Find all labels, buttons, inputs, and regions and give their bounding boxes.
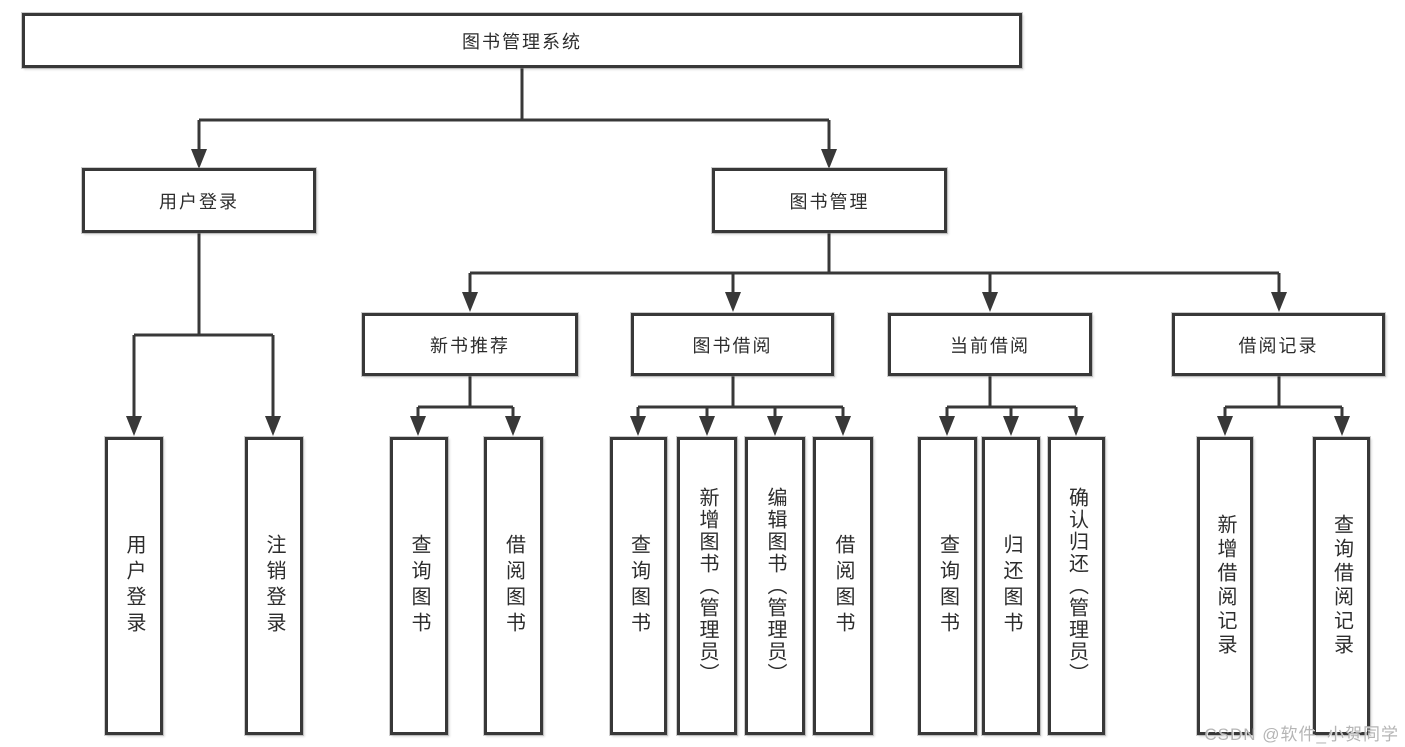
leaf-query-books-current: 查询图书 xyxy=(918,437,977,735)
node-book-management: 图书管理 xyxy=(712,168,947,233)
leaf-confirm-return-admin: 确认归还（管理员） xyxy=(1048,437,1105,735)
node-current-borrowing: 当前借阅 xyxy=(888,313,1092,376)
leaf-borrow-books-label: 借阅图书 xyxy=(832,534,854,638)
leaf-add-borrow-record-label: 新增借阅记录 xyxy=(1214,514,1236,658)
node-book-borrowing: 图书借阅 xyxy=(631,313,834,376)
node-new-book-recommend: 新书推荐 xyxy=(362,313,578,376)
leaf-query-books-borrow: 查询图书 xyxy=(610,437,667,735)
leaf-logout-label: 注销登录 xyxy=(263,534,285,638)
leaf-query-borrow-record-label: 查询借阅记录 xyxy=(1330,514,1353,658)
leaf-query-books-current-label: 查询图书 xyxy=(936,534,959,638)
node-library-system: 图书管理系统 xyxy=(22,13,1022,68)
leaf-add-books-admin-label: 新增图书（管理员） xyxy=(696,487,718,685)
leaf-add-borrow-record: 新增借阅记录 xyxy=(1197,437,1253,735)
leaf-query-books-recommend-label: 查询图书 xyxy=(408,534,430,638)
leaf-borrow-books-recommend-label: 借阅图书 xyxy=(502,534,525,638)
leaf-add-books-admin: 新增图书（管理员） xyxy=(677,437,737,735)
leaf-query-books-borrow-label: 查询图书 xyxy=(627,534,650,638)
leaf-user-login: 用户登录 xyxy=(105,437,163,735)
csdn-watermark: CSDN @软件_小贺同学 xyxy=(1204,725,1399,744)
leaf-return-books-label: 归还图书 xyxy=(1000,534,1022,638)
leaf-borrow-books-recommend: 借阅图书 xyxy=(484,437,543,735)
leaf-return-books: 归还图书 xyxy=(982,437,1040,735)
leaf-logout: 注销登录 xyxy=(245,437,303,735)
node-user-login: 用户登录 xyxy=(82,168,316,233)
leaf-query-books-recommend: 查询图书 xyxy=(390,437,448,735)
node-borrowing-records: 借阅记录 xyxy=(1172,313,1385,376)
leaf-edit-books-admin-label: 编辑图书（管理员） xyxy=(764,487,786,685)
leaf-query-borrow-record: 查询借阅记录 xyxy=(1313,437,1370,735)
leaf-edit-books-admin: 编辑图书（管理员） xyxy=(745,437,805,735)
leaf-borrow-books: 借阅图书 xyxy=(813,437,873,735)
leaf-confirm-return-admin-label: 确认归还（管理员） xyxy=(1065,487,1088,685)
leaf-user-login-label: 用户登录 xyxy=(123,534,145,638)
